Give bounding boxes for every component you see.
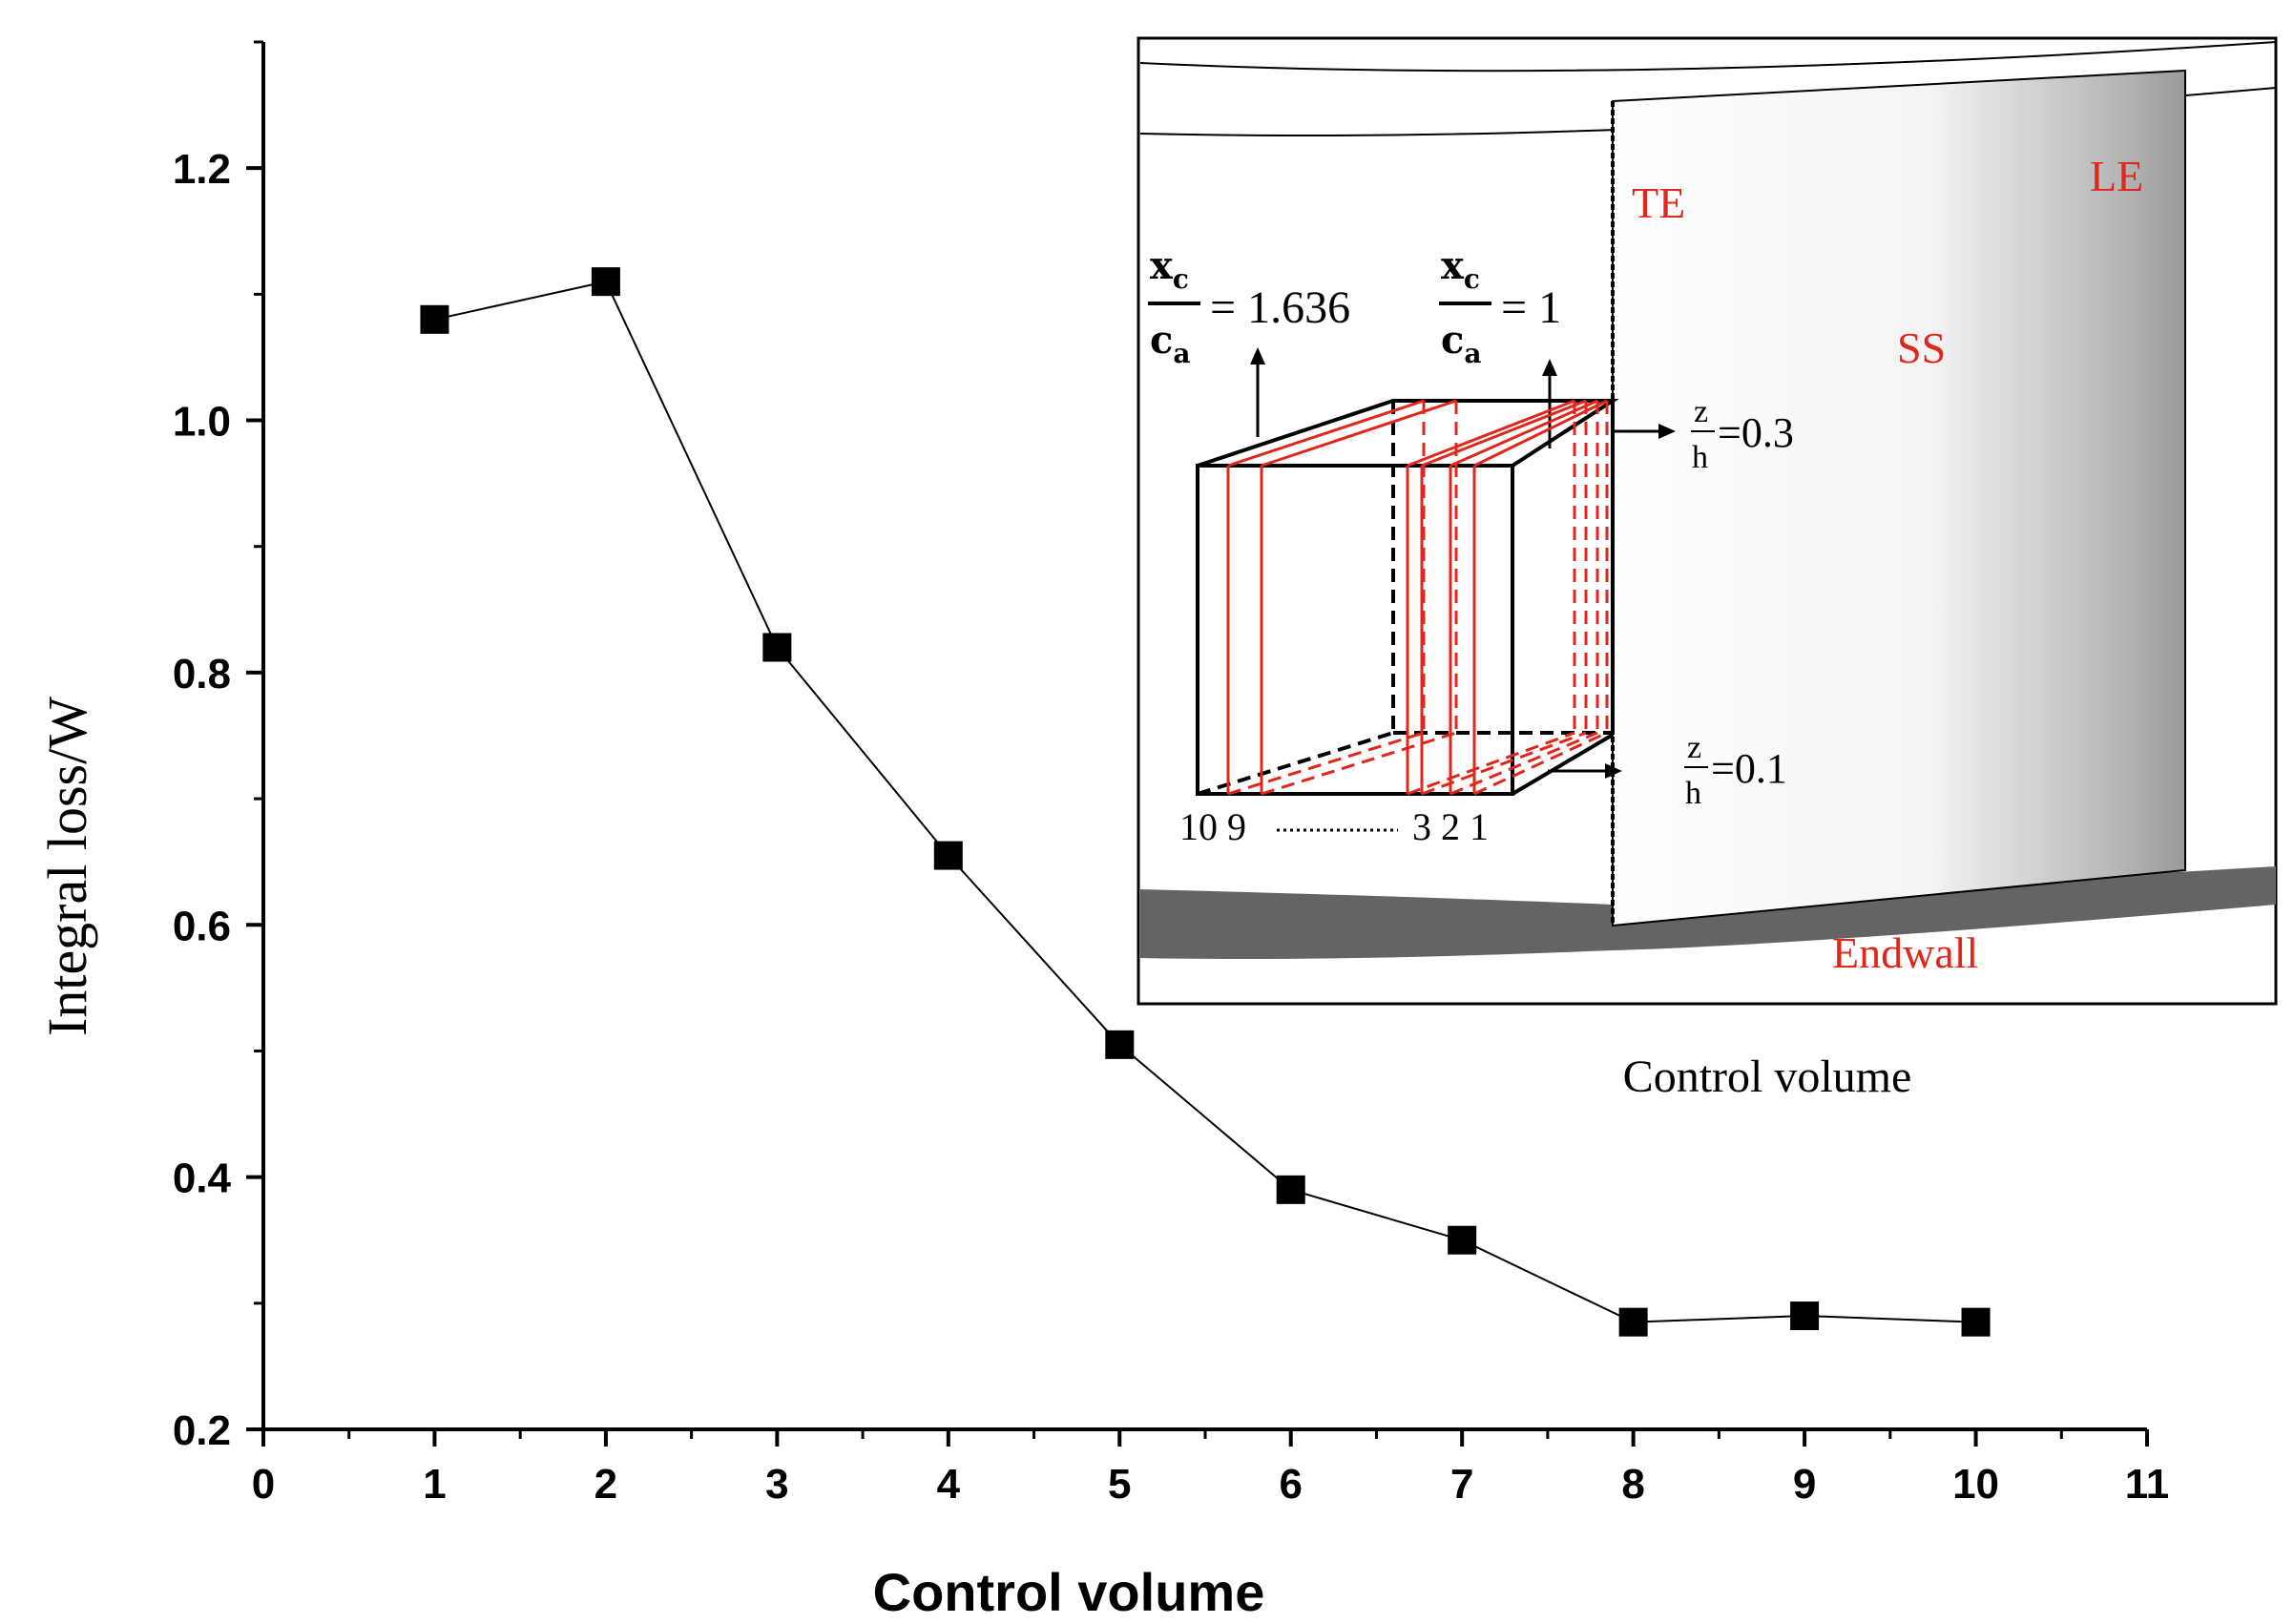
data-point	[1790, 1301, 1820, 1331]
x-tick-label: 2	[594, 1461, 617, 1508]
svg-text:h: h	[1692, 440, 1708, 475]
control-volume-box	[1196, 399, 1619, 796]
x-tick-label: 10	[1952, 1461, 1999, 1508]
ratio-left-value: = 1.636	[1210, 282, 1350, 333]
control-volume-planes	[1226, 399, 1609, 796]
data-point	[1961, 1307, 1991, 1337]
z-annotation-top: z h =0.3	[1691, 394, 1794, 475]
inset-caption: Control volume	[1623, 1051, 1912, 1102]
svg-text:xc: xc	[1441, 243, 1480, 295]
svg-text:h: h	[1685, 776, 1701, 811]
ratio-right-value: = 1	[1501, 282, 1561, 333]
ratio-annotation-left: xc ca = 1.636	[1148, 243, 1350, 369]
data-point	[1276, 1175, 1305, 1204]
label-endwall: Endwall	[1832, 928, 1978, 977]
inset-figure: TE LE SS Endwall xc ca = 1.636 xc ca = 1	[1137, 36, 2278, 1006]
data-point	[591, 267, 620, 297]
x-tick-label: 9	[1793, 1461, 1816, 1508]
label-le: LE	[2090, 152, 2143, 200]
data-point	[933, 841, 963, 870]
series-1	[420, 267, 1991, 1337]
x-tick-label: 4	[937, 1461, 961, 1508]
data-point	[762, 633, 792, 662]
svg-text:ca: ca	[1150, 318, 1191, 369]
x-tick-label: 6	[1279, 1461, 1302, 1508]
x-tick-label: 5	[1108, 1461, 1131, 1508]
x-tick-label: 1	[423, 1461, 446, 1508]
y-tick-label: 0.4	[173, 1156, 232, 1202]
ratio-annotation-right: xc ca = 1	[1439, 243, 1561, 369]
x-axis-ticks: 0 1 2 3 4 5 6 7 8 9 10 11	[252, 1429, 2170, 1508]
index-labels-left: 10 9	[1179, 805, 1246, 848]
y-axis-ticks: 0.2 0.4 0.6 0.8 1.0 1.2	[173, 40, 263, 1454]
y-tick-label: 0.6	[173, 903, 231, 949]
svg-text:z: z	[1694, 394, 1708, 429]
x-tick-label: 0	[252, 1461, 275, 1508]
svg-text:z: z	[1687, 730, 1701, 765]
x-tick-label: 8	[1621, 1461, 1644, 1508]
svg-text:ca: ca	[1441, 318, 1482, 369]
data-point	[1105, 1030, 1135, 1059]
svg-text:=0.3: =0.3	[1718, 409, 1794, 456]
z-annotation-bottom: z h =0.1	[1684, 730, 1787, 811]
data-point	[420, 304, 449, 334]
y-tick-label: 1.0	[173, 399, 231, 446]
svg-text:=0.1: =0.1	[1711, 745, 1787, 792]
index-labels-right: 3 2 1	[1412, 805, 1489, 848]
x-tick-label: 11	[2125, 1461, 2170, 1508]
x-tick-label: 7	[1450, 1461, 1473, 1508]
data-point	[1448, 1225, 1477, 1255]
x-axis-title: Control volume	[873, 1562, 1265, 1622]
data-point	[1618, 1307, 1648, 1337]
y-axis-title: Integral loss/W	[36, 697, 98, 1036]
label-ss: SS	[1897, 323, 1946, 372]
y-tick-label: 1.2	[173, 146, 231, 193]
y-tick-label: 0.2	[173, 1407, 231, 1454]
svg-text:xc: xc	[1150, 243, 1189, 295]
x-tick-label: 3	[765, 1461, 788, 1508]
y-tick-label: 0.8	[173, 651, 231, 697]
series-line	[434, 280, 1976, 1323]
label-te: TE	[1632, 178, 1685, 227]
inset-shroud-line	[1139, 41, 2277, 73]
